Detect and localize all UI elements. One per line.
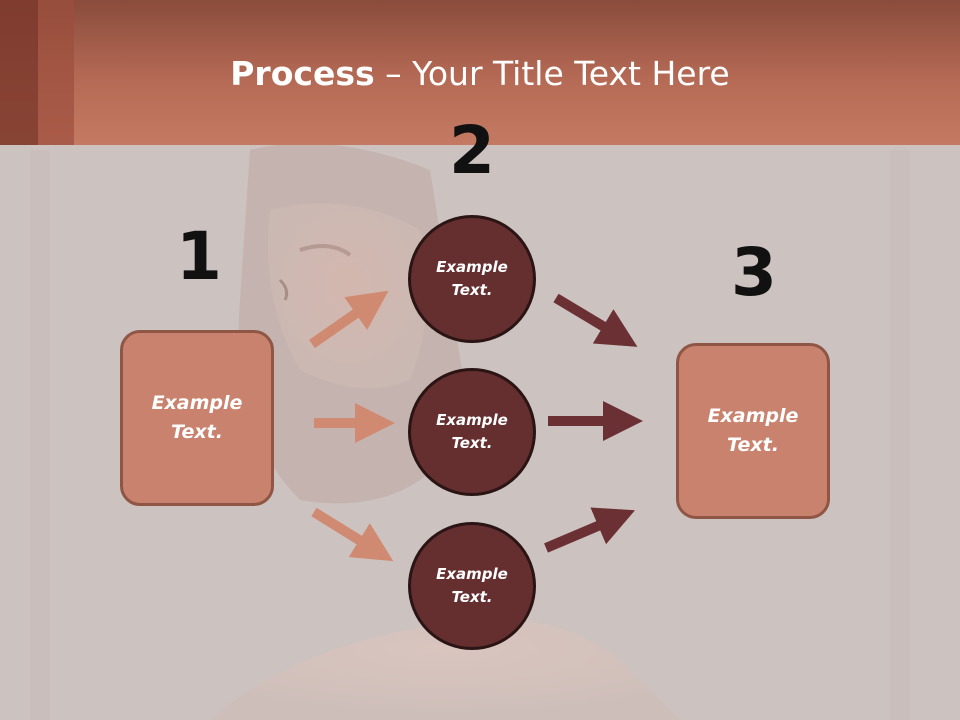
circle-3: Example Text. (408, 522, 536, 650)
arrow-to-circle-1 (309, 290, 389, 349)
title-separator: – (374, 54, 413, 93)
arrow-from-circle-1 (553, 293, 638, 347)
step-1-box-label: Example Text. (151, 392, 243, 443)
step-1-box: Example Text. (120, 330, 274, 506)
step-number-3: 3 (731, 234, 777, 311)
slide-title: Process – Your Title Text Here (0, 52, 960, 96)
arrow-from-circle-3 (544, 507, 636, 553)
step-3-box: Example Text. (676, 343, 830, 519)
step-number-2: 2 (449, 112, 495, 189)
circle-1: Example Text. (408, 215, 536, 343)
circle-2: Example Text. (408, 368, 536, 496)
title-rest: Your Title Text Here (412, 54, 730, 93)
arrow-to-circle-3 (311, 507, 394, 562)
title-bold: Process (230, 54, 375, 93)
step-3-box-label: Example Text. (707, 405, 799, 456)
circle-2-label: Example Text. (436, 411, 508, 452)
circle-3-label: Example Text. (436, 565, 508, 606)
header-stripe (0, 0, 38, 145)
circle-1-label: Example Text. (436, 258, 508, 299)
step-number-1: 1 (176, 218, 222, 295)
header-band (0, 0, 960, 145)
header-stripe (38, 0, 74, 145)
